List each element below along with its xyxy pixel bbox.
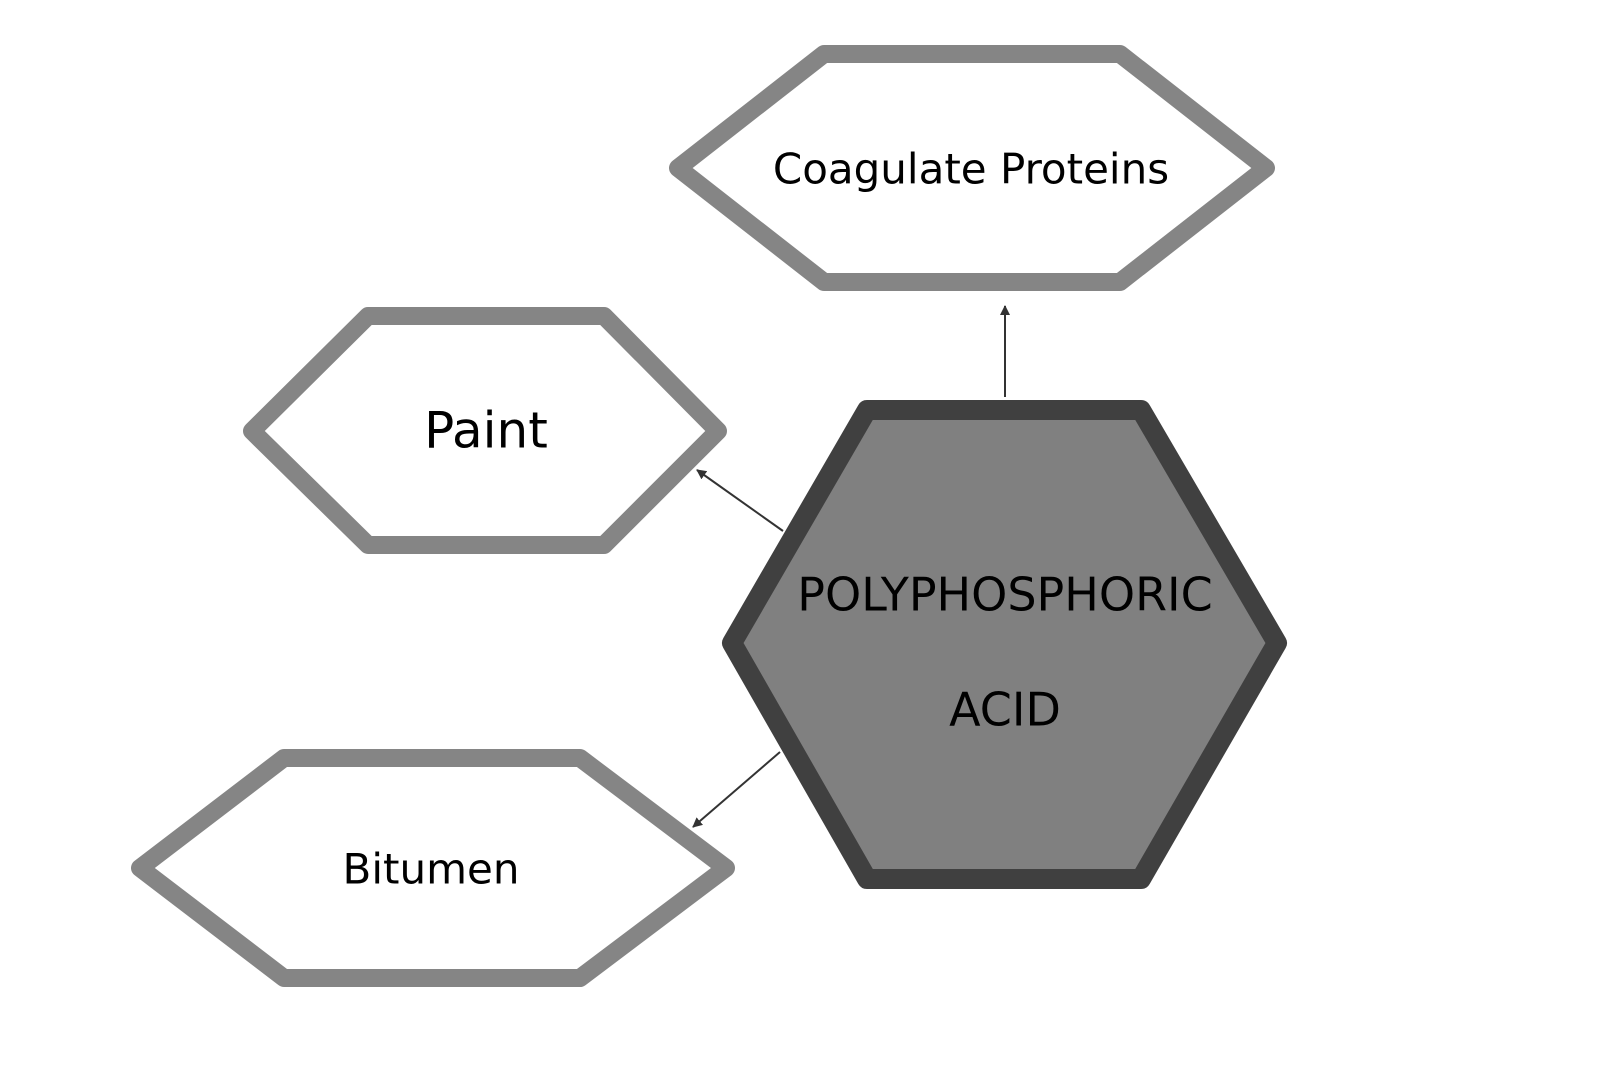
center-label-line1: POLYPHOSPHORIC xyxy=(797,568,1212,622)
arrows xyxy=(692,305,1010,828)
node-label: Coagulate Proteins xyxy=(773,145,1169,194)
hexagon-shape xyxy=(131,749,735,987)
node-paint: Paint xyxy=(243,307,727,554)
node-bitumen: Bitumen xyxy=(131,749,735,987)
node-polyphosphoric-acid: POLYPHOSPHORIC ACID xyxy=(722,400,1287,889)
center-label-line2: ACID xyxy=(949,683,1061,737)
center-hexagon-shape xyxy=(722,400,1287,889)
hexagon-shape xyxy=(243,307,727,554)
node-coagulate-proteins: Coagulate Proteins xyxy=(669,45,1275,291)
hexagon-shape xyxy=(669,45,1275,291)
node-label: Bitumen xyxy=(343,845,520,894)
arrow-to-paint xyxy=(696,469,784,532)
node-label: Paint xyxy=(424,402,548,460)
arrow-to-bitumen xyxy=(692,751,781,828)
